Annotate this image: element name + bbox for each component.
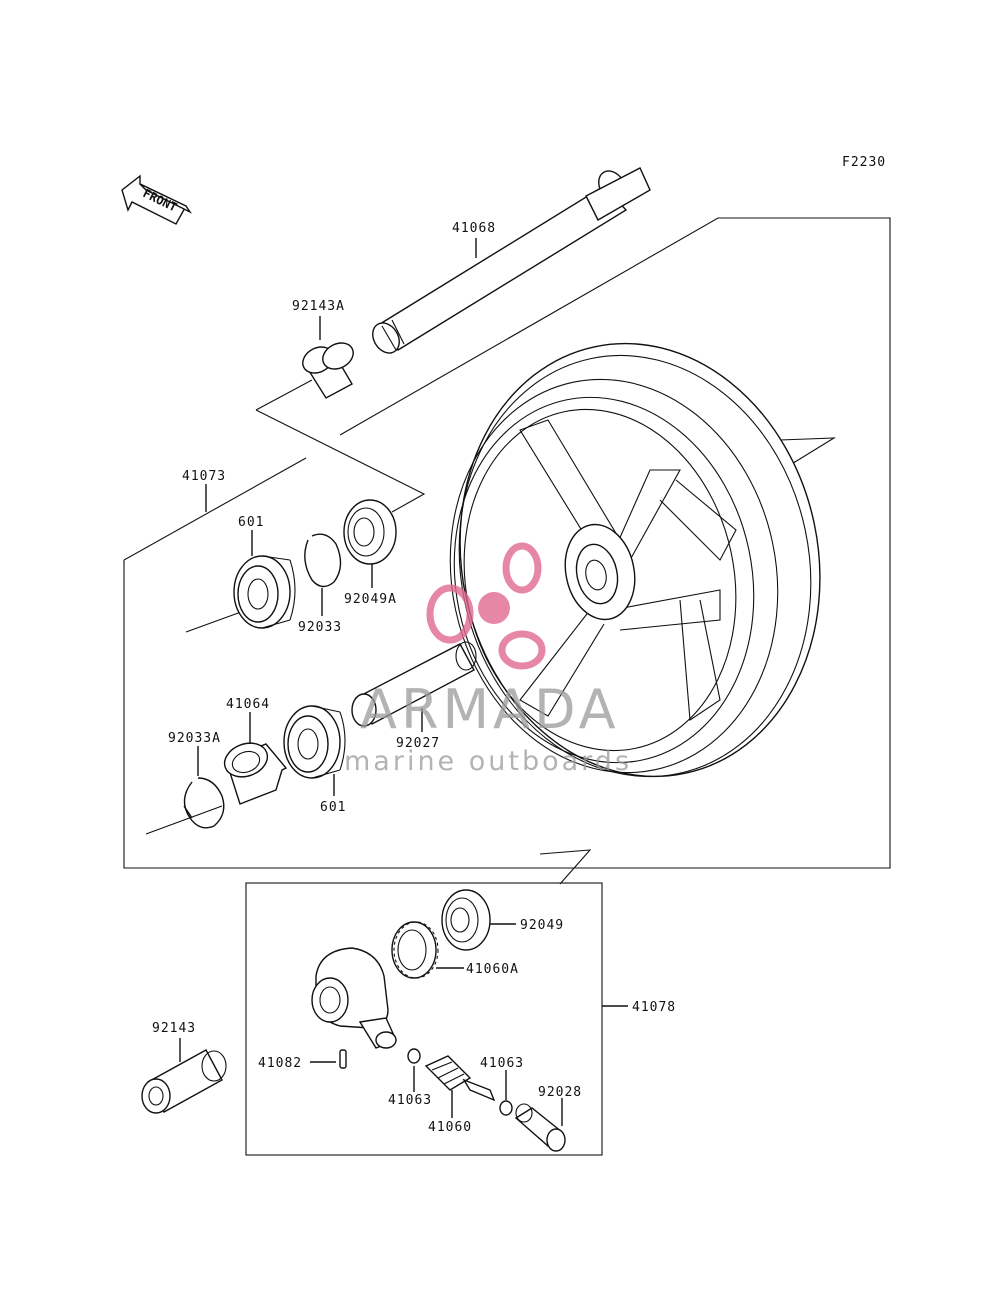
label-601-bottom: 601 [320, 800, 346, 815]
label-92049: 92049 [520, 918, 564, 933]
bushing-92028 [514, 1103, 566, 1152]
label-92143A: 92143A [292, 299, 345, 314]
label-41078: 41078 [632, 1000, 676, 1015]
watermark-brand: ARMADA [360, 678, 620, 741]
label-41082: 41082 [258, 1056, 302, 1071]
label-92027: 92027 [396, 736, 440, 751]
front-direction-arrow-icon: FRONT [121, 174, 193, 225]
front-wheel-rim [449, 342, 821, 778]
pinion-gear-41060 [424, 1055, 496, 1102]
label-92033: 92033 [298, 620, 342, 635]
collar-41064 [223, 742, 288, 805]
washer-41063-right [499, 1100, 513, 1116]
label-601-top: 601 [238, 515, 264, 530]
label-92143: 92143 [152, 1021, 196, 1036]
front-axle [372, 167, 651, 354]
label-92033A: 92033A [168, 731, 221, 746]
label-41068: 41068 [452, 221, 496, 236]
spacer-92027 [351, 641, 477, 727]
label-92049A: 92049A [344, 592, 397, 607]
circlip-92033 [304, 533, 342, 588]
sensor-subassembly-box [245, 882, 603, 1156]
watermark-logo-icon [426, 542, 546, 670]
diagram-code: F2230 [842, 155, 886, 170]
bearing-601-bottom [283, 705, 346, 779]
collar-92143A [302, 342, 354, 399]
bearing-601-top [233, 555, 296, 629]
label-41060A: 41060A [466, 962, 519, 977]
pin-41082 [339, 1049, 347, 1069]
label-41063-right: 41063 [480, 1056, 524, 1071]
circlip-92033A [183, 777, 225, 829]
label-41064: 41064 [226, 697, 270, 712]
speedometer-gear-housing [311, 947, 397, 1049]
label-41073: 41073 [182, 469, 226, 484]
label-41060: 41060 [428, 1120, 472, 1135]
label-92028: 92028 [538, 1085, 582, 1100]
oil-seal-92049 [441, 889, 491, 951]
gear-ring-41060A [391, 921, 439, 979]
oil-seal-92049A [343, 499, 397, 565]
washer-41063-left [407, 1048, 421, 1064]
collar-92143 [141, 1049, 227, 1114]
label-41063-left: 41063 [388, 1093, 432, 1108]
watermark-tagline: marine outboards [344, 746, 632, 777]
